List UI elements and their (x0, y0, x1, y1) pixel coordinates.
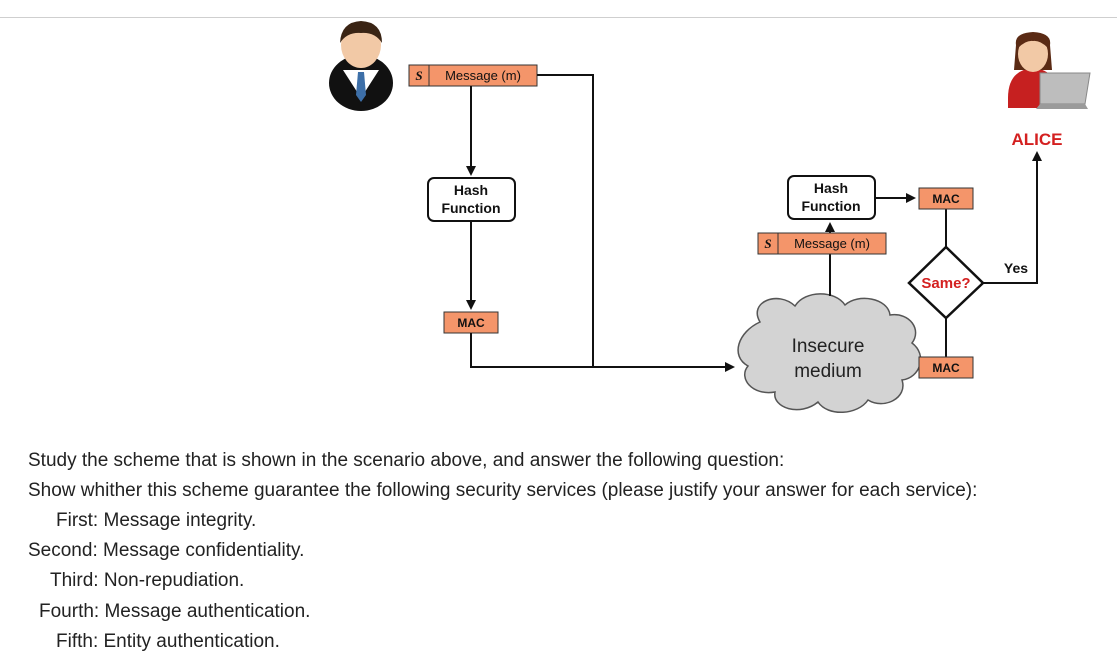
question-prompt: Show whither this scheme guarantee the f… (28, 480, 978, 501)
sender-key-label: S (415, 68, 422, 83)
receiver-flow-lines (825, 151, 1042, 357)
computed-mac-box: MAC (918, 187, 974, 210)
receiver-message-label: Message (m) (794, 236, 870, 251)
svg-text:Insecure: Insecure (792, 336, 865, 357)
receiver-message-block: S Message (m) (757, 232, 887, 255)
svg-text:Hash: Hash (454, 182, 488, 198)
svg-text:MAC: MAC (457, 316, 485, 330)
insecure-medium-cloud: Insecure medium (737, 293, 922, 414)
service-item: First: Message integrity. (56, 510, 257, 531)
mac-scheme-diagram: S Message (m) Hash Function MAC Insecure… (329, 21, 1091, 414)
sender-message-block: S Message (m) (408, 64, 538, 87)
service-item: Fifth: Entity authentication. (56, 631, 280, 652)
sender-hash-function: Hash Function (427, 177, 516, 222)
service-item: Second: Message confidentiality. (28, 540, 305, 561)
compare-decision-diamond: Same? (907, 245, 985, 320)
sender-flow-lines (466, 74, 735, 372)
svg-text:Same?: Same? (921, 275, 970, 292)
svg-text:Function: Function (441, 200, 500, 216)
top-divider (0, 17, 1117, 18)
svg-text:Hash: Hash (814, 180, 848, 196)
yes-label: Yes (1004, 260, 1028, 276)
receiver-woman-laptop-icon (1008, 32, 1091, 109)
service-item: Third: Non-repudiation. (50, 570, 245, 591)
svg-text:MAC: MAC (932, 192, 960, 206)
svg-text:Function: Function (801, 198, 860, 214)
service-item: Fourth: Message authentication. (39, 601, 311, 622)
svg-text:MAC: MAC (932, 361, 960, 375)
received-mac-box: MAC (918, 356, 974, 379)
receiver-hash-function: Hash Function (787, 175, 876, 220)
sender-businessman-icon (329, 21, 393, 111)
sender-message-label: Message (m) (445, 68, 521, 83)
question-intro: Study the scheme that is shown in the sc… (28, 450, 785, 471)
svg-text:medium: medium (794, 361, 862, 382)
receiver-name: ALICE (1012, 130, 1063, 149)
sender-mac-box: MAC (443, 311, 499, 334)
receiver-key-label: S (764, 236, 771, 251)
